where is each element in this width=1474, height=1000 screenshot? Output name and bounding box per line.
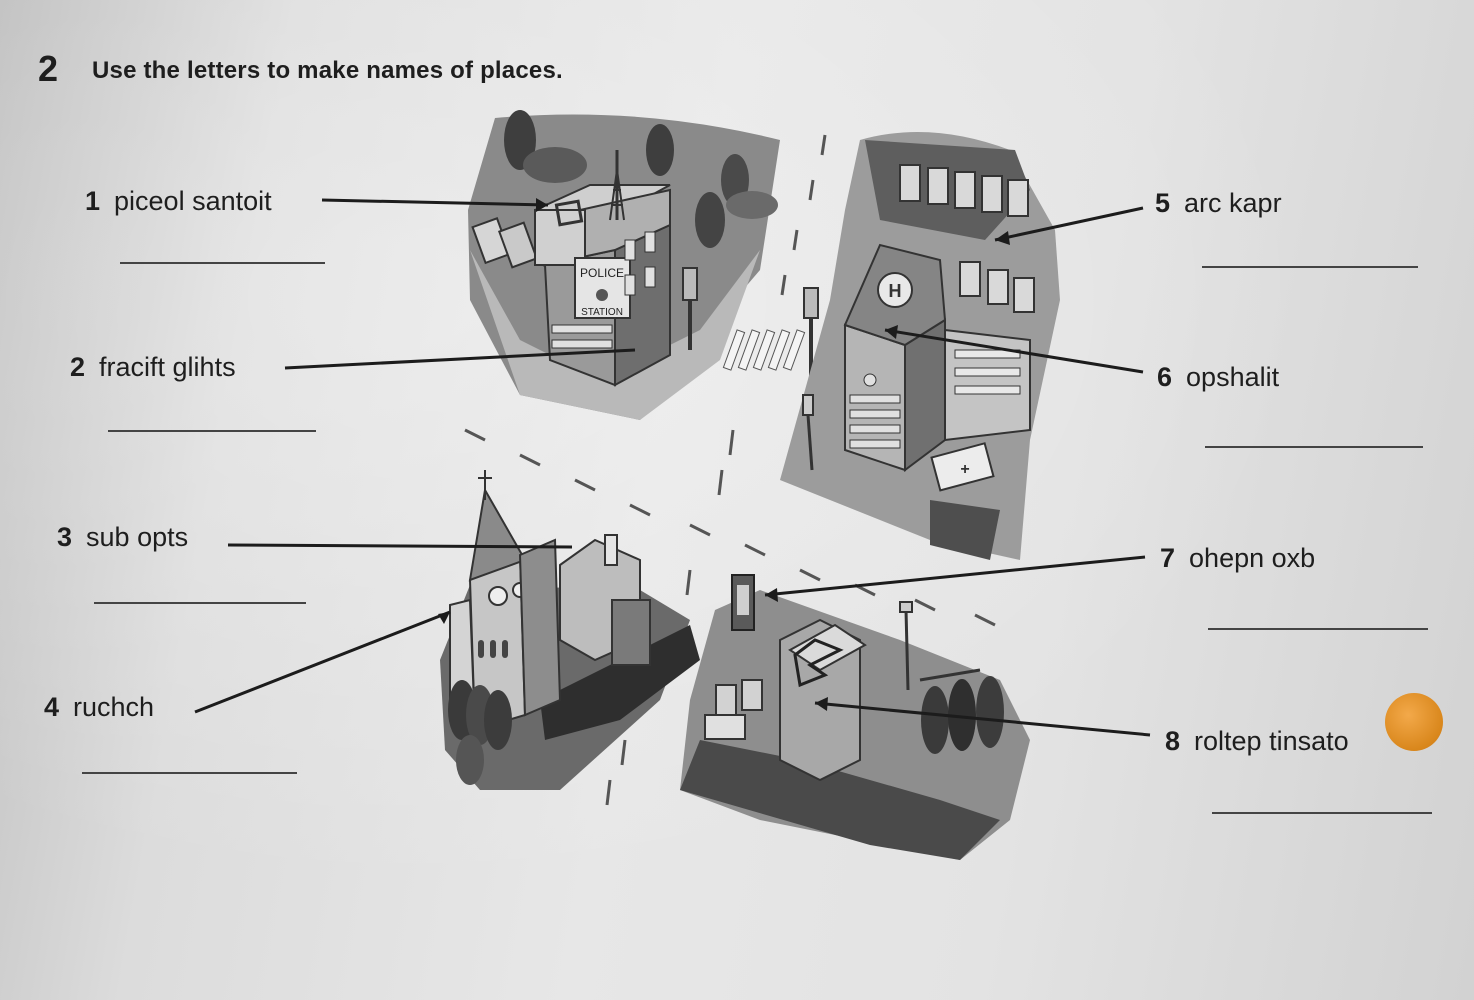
police-windows <box>551 231 656 349</box>
item-number: 1 <box>85 186 101 216</box>
tree <box>921 686 949 754</box>
exercise-number: 2 <box>38 48 59 89</box>
item-scrambled-word: arc kapr <box>1184 188 1282 218</box>
tree <box>726 191 778 219</box>
answer-line-5[interactable] <box>1202 266 1418 268</box>
traffic-light <box>682 267 698 301</box>
petrol-pump <box>741 679 763 711</box>
tree <box>976 676 1004 748</box>
church-clock <box>488 586 508 606</box>
item-number: 3 <box>57 522 73 552</box>
item-number: 6 <box>1157 362 1173 392</box>
pointer-line-8 <box>814 701 1151 737</box>
answer-line-3[interactable] <box>94 602 306 604</box>
petrol-station-z-shape <box>793 638 844 688</box>
item-scrambled-word: sub opts <box>86 522 189 552</box>
answer-line-4[interactable] <box>82 772 297 774</box>
roof-square <box>554 199 584 227</box>
answer-line-6[interactable] <box>1205 446 1423 448</box>
traffic-light <box>803 287 819 319</box>
item-number: 4 <box>44 692 60 722</box>
item-1: 1 piceol santoit <box>85 186 272 217</box>
street-lamp-pole <box>806 414 814 471</box>
petrol-pump <box>715 684 737 716</box>
item-number: 7 <box>1160 543 1176 573</box>
item-scrambled-word: ohepn oxb <box>1189 543 1316 573</box>
church-windows <box>478 640 508 658</box>
answer-line-2[interactable] <box>108 430 316 432</box>
pointer-arrowheads <box>438 198 1010 711</box>
zebra-crossing <box>722 329 806 371</box>
answer-line-8[interactable] <box>1212 812 1432 814</box>
exercise-instruction: Use the letters to make names of places. <box>92 57 563 84</box>
tree <box>504 110 536 170</box>
pointer-line-5 <box>994 206 1144 242</box>
hospital-windows <box>849 373 901 449</box>
police-sign <box>574 257 631 319</box>
petrol-forecourt <box>680 740 1000 860</box>
pointer-line-1 <box>321 198 549 207</box>
item-number: 8 <box>1165 726 1181 756</box>
item-8: 8 roltep tinsato <box>1165 726 1349 757</box>
parked-car <box>498 221 538 269</box>
tree <box>646 124 674 176</box>
hospital-wing-windows <box>954 349 1021 395</box>
car-park-cars <box>899 164 1035 313</box>
parked-car <box>704 714 746 740</box>
item-number: 2 <box>70 352 86 382</box>
pointer-line-4 <box>194 610 451 714</box>
tree <box>695 192 725 248</box>
street-lamp-pole <box>904 609 910 691</box>
police-badge-icon <box>596 289 608 301</box>
mast-lattice <box>609 169 625 221</box>
item-scrambled-word: roltep tinsato <box>1194 726 1349 756</box>
police-sign-top: POLICE <box>580 266 624 280</box>
item-number: 5 <box>1155 188 1171 218</box>
police-pavement <box>470 250 760 420</box>
street-lamp <box>802 394 814 416</box>
item-2: 2 fracift glihts <box>70 352 236 383</box>
ambulance-cross-icon: + <box>960 461 969 478</box>
helipad <box>877 272 913 308</box>
street-lamp <box>899 601 913 613</box>
item-3: 3 sub opts <box>57 522 188 553</box>
tree <box>456 735 484 785</box>
item-7: 7 ohepn oxb <box>1160 543 1315 574</box>
item-scrambled-word: opshalit <box>1186 362 1280 392</box>
item-scrambled-word: ruchch <box>73 692 155 722</box>
hedge <box>930 500 1000 560</box>
pointer-line-2 <box>284 348 636 370</box>
orange-sticker <box>1385 693 1443 751</box>
tree <box>484 690 512 750</box>
pointer-lines <box>194 198 1151 737</box>
pointer-line-3 <box>227 543 573 549</box>
tree <box>948 679 976 751</box>
item-scrambled-word: piceol santoit <box>114 186 272 216</box>
church-shadow <box>540 625 700 740</box>
item-4: 4 ruchch <box>44 692 154 723</box>
police-sign-bottom: STATION <box>581 307 623 318</box>
item-scrambled-word: fracift glihts <box>99 352 236 382</box>
road-markings <box>464 134 996 806</box>
helipad-h-icon: H <box>889 281 902 301</box>
ambulance <box>930 442 995 492</box>
church-spire <box>468 487 527 582</box>
tree <box>523 147 587 183</box>
item-5: 5 arc kapr <box>1155 188 1282 219</box>
bus-stop-shelter <box>604 534 618 566</box>
answer-line-1[interactable] <box>120 262 325 264</box>
shop-door <box>611 599 651 666</box>
church-side <box>518 538 562 717</box>
answer-line-7[interactable] <box>1208 628 1428 630</box>
road-line <box>919 668 981 682</box>
item-6: 6 opshalit <box>1157 362 1279 393</box>
pointer-line-7 <box>764 555 1146 597</box>
phone-box-window <box>737 585 749 615</box>
pointer-line-6 <box>884 328 1144 374</box>
